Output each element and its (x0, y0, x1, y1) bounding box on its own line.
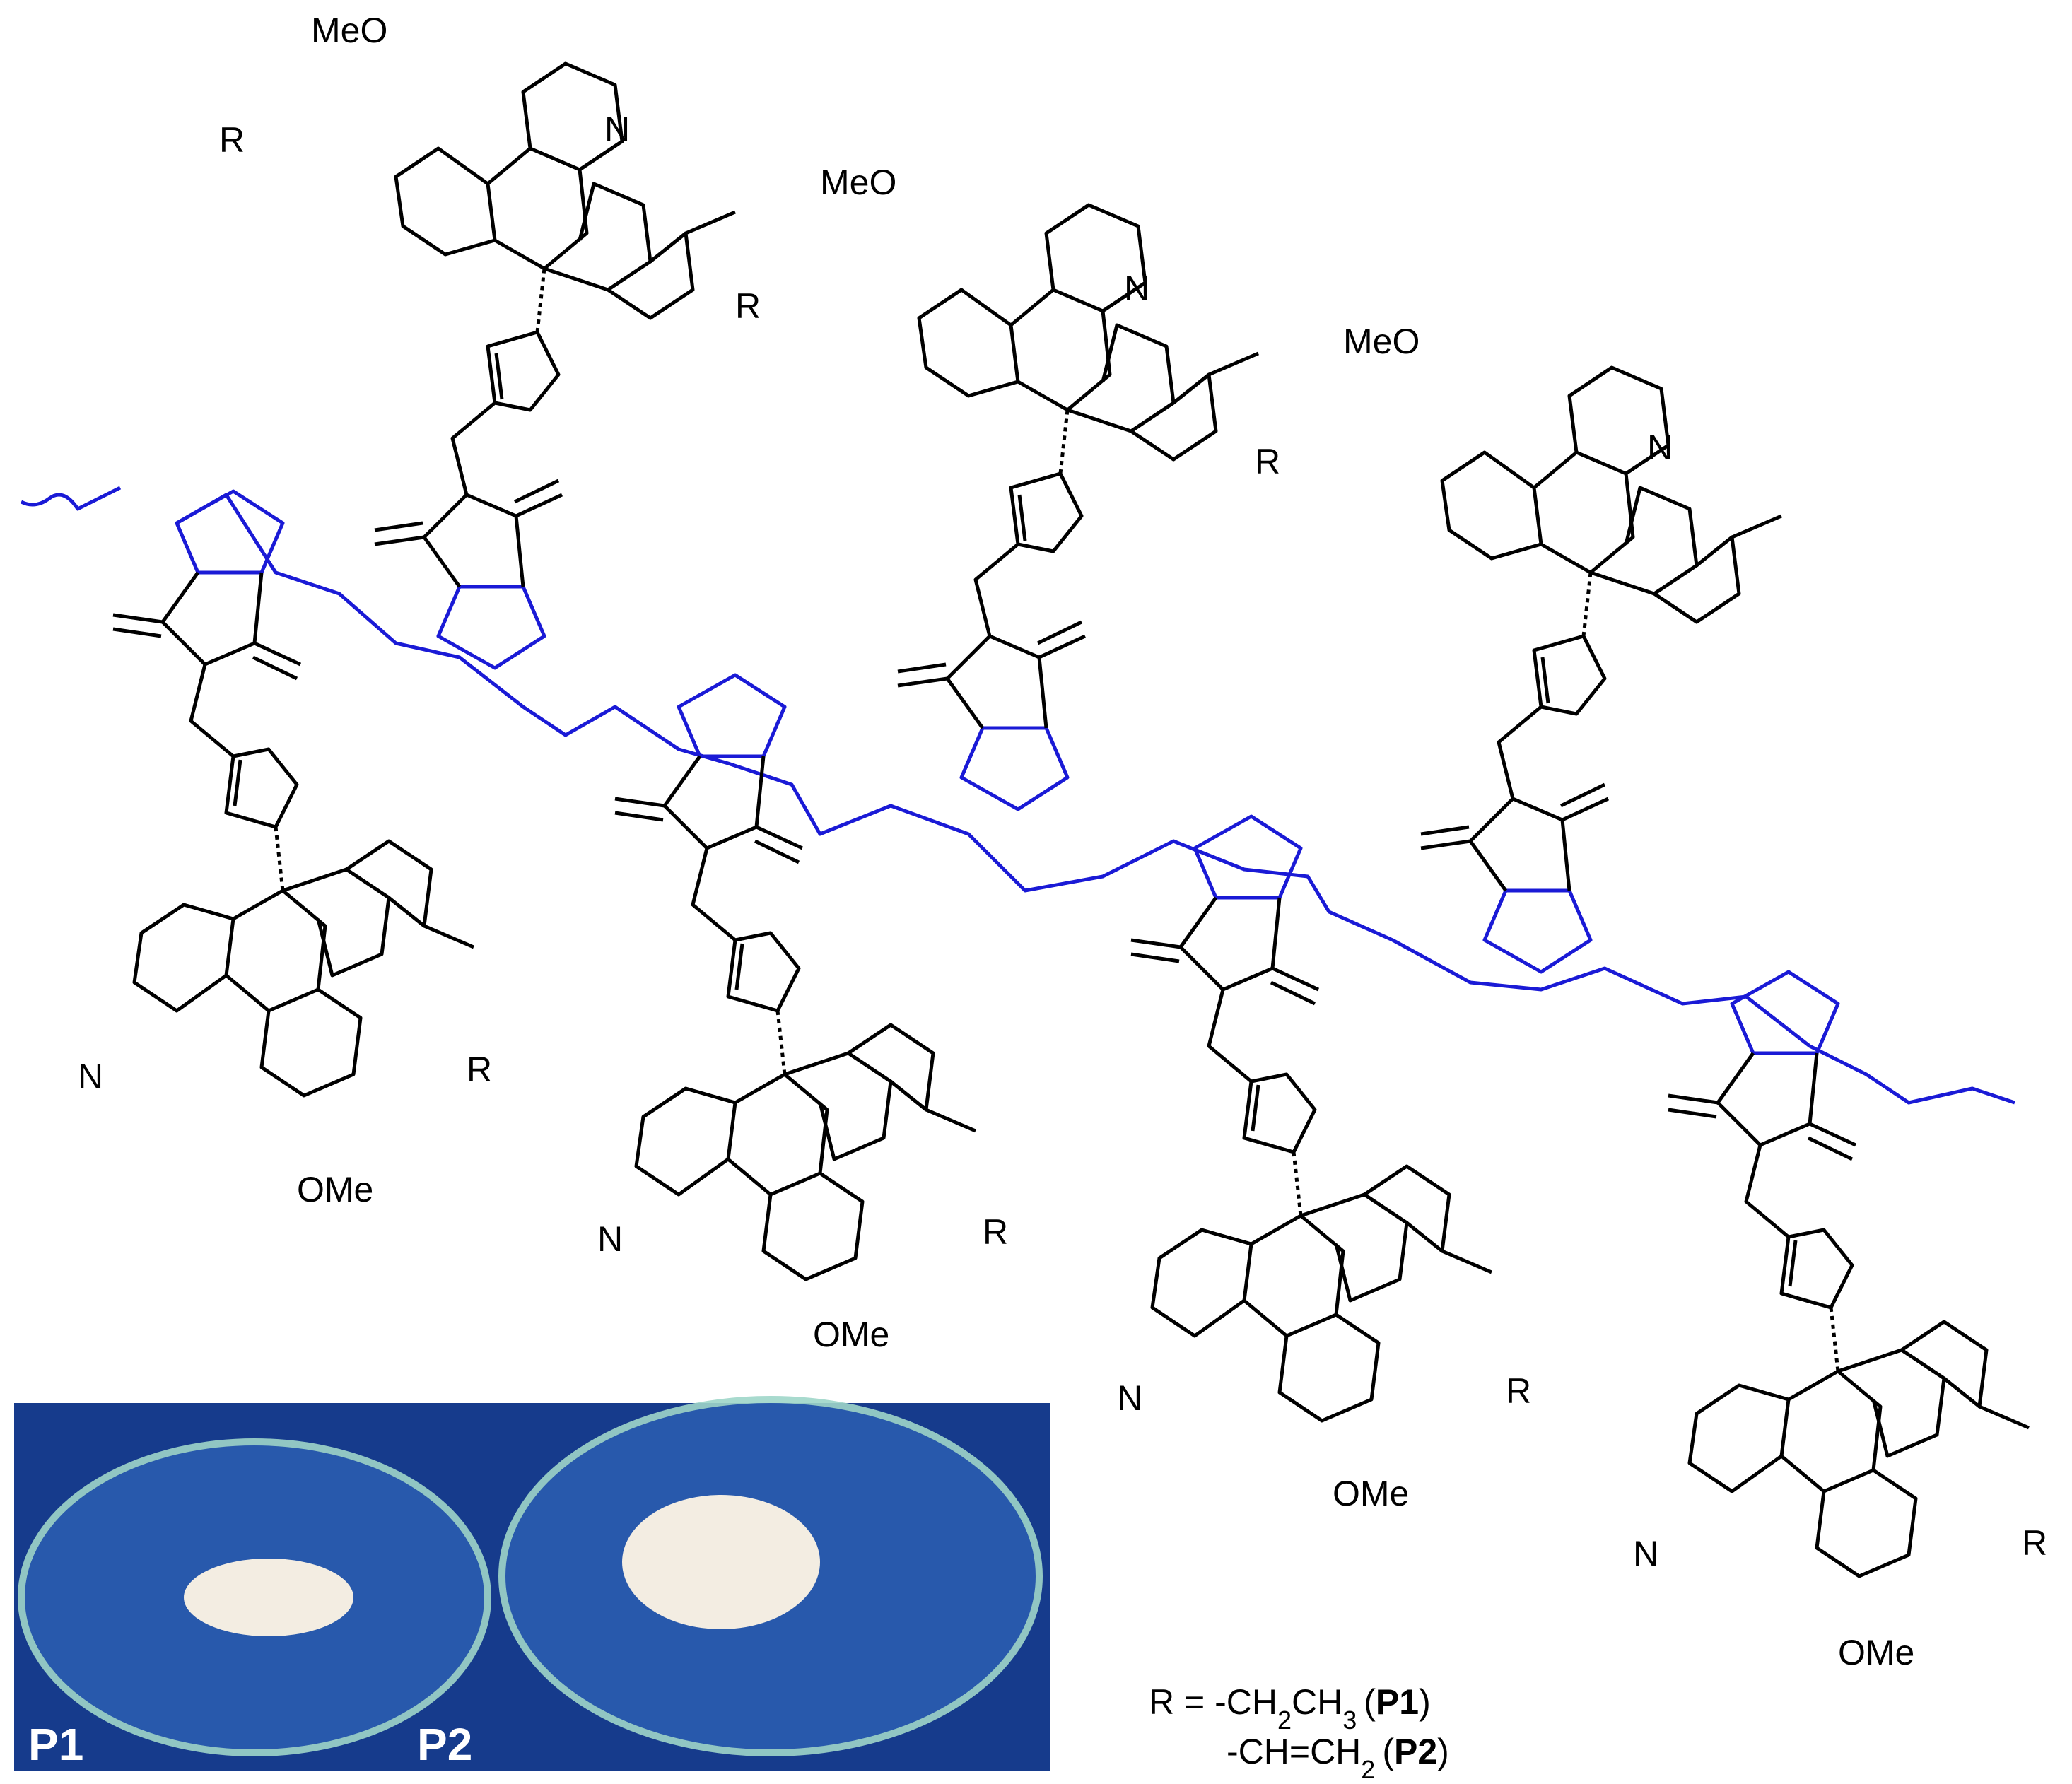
quinoline-n-label: N (1117, 1378, 1142, 1418)
quinoline-n-label: N (1647, 428, 1673, 467)
legend-sub: 2 (1277, 1706, 1292, 1735)
methoxy-label: MeO (1343, 322, 1420, 361)
methoxy-label: OMe (297, 1170, 373, 1209)
photo-panel: P1 P2 (14, 1396, 1050, 1771)
legend-ch: CH (1292, 1682, 1342, 1722)
pendant-unit-3 (615, 675, 976, 1279)
legend-paren: ( (1364, 1682, 1376, 1722)
pendant-unit-6 (1421, 368, 1781, 972)
methoxy-label: OMe (813, 1315, 889, 1354)
methoxy-label: MeO (820, 163, 896, 202)
r-group-label: R (1506, 1371, 1531, 1411)
pendant-unit-7 (1668, 972, 2029, 1576)
powder-sample-left (184, 1559, 353, 1636)
pendant-unit-2 (375, 64, 735, 668)
r-group-label: R (1255, 442, 1280, 481)
atom-labels: MeO MeO MeO OMe OMe OMe OMe N N N N N N … (78, 11, 2047, 1672)
pendant-unit-1 (113, 491, 474, 1096)
pendant-unit-5 (1131, 816, 1492, 1421)
r-group-legend: R = -CH2CH3(P1) -CH=CH2(P2) (1149, 1682, 1449, 1784)
pendant-unit-4 (898, 205, 1258, 809)
methoxy-label: OMe (1838, 1633, 1914, 1672)
legend-p2-prefix: -CH=CH (1227, 1732, 1361, 1771)
r-group-label: R (467, 1050, 492, 1089)
legend-line-p2: -CH=CH2(P2) (1227, 1732, 1449, 1784)
legend-p1: P1 (1376, 1682, 1419, 1722)
methoxy-label: OMe (1333, 1474, 1409, 1513)
quinoline-n-label: N (78, 1057, 103, 1096)
legend-line-p1: R = -CH2CH3(P1) (1149, 1682, 1431, 1735)
legend-sub: 2 (1361, 1755, 1375, 1784)
powder-sample-right (622, 1495, 820, 1629)
quinoline-n-label: N (1633, 1534, 1658, 1573)
legend-paren: ) (1437, 1732, 1449, 1771)
r-group-label: R (219, 120, 245, 160)
polymer-backbone (20, 486, 2015, 1105)
r-group-label: R (2022, 1523, 2047, 1563)
quinoline-n-label: N (604, 110, 630, 149)
r-group-label: R (735, 286, 761, 326)
legend-r-prefix: R = -CH (1149, 1682, 1277, 1722)
quinoline-n-label: N (597, 1219, 623, 1259)
legend-p2: P2 (1394, 1732, 1437, 1771)
r-group-label: R (983, 1212, 1008, 1252)
legend-sub: 3 (1342, 1706, 1357, 1735)
methoxy-label: MeO (311, 11, 387, 50)
photo-label-p1: P1 (28, 1719, 83, 1770)
legend-paren: ( (1382, 1732, 1394, 1771)
backbone-chain (20, 486, 2015, 1105)
quinoline-n-label: N (1124, 269, 1149, 308)
legend-paren: ) (1419, 1682, 1431, 1722)
photo-label-p2: P2 (417, 1719, 472, 1770)
